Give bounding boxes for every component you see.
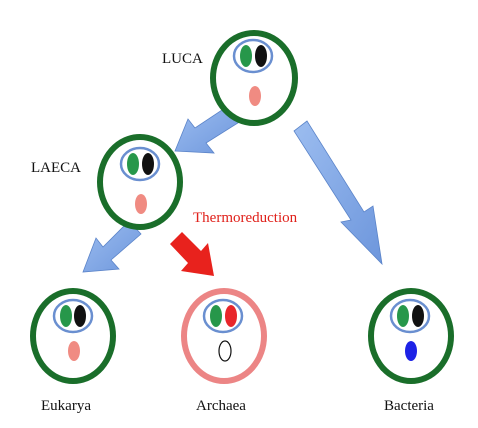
- organelle: [249, 86, 261, 106]
- organelle: [218, 340, 232, 362]
- eukarya-label: Eukarya: [41, 398, 91, 414]
- arrow-laeca-to-eukarya: [82, 220, 142, 273]
- organelle: [135, 194, 147, 214]
- nucleus: [52, 298, 94, 334]
- organelle: [68, 341, 80, 361]
- organelle: [405, 341, 417, 361]
- black-chromosome: [412, 305, 424, 327]
- cell-bacteria: [368, 288, 454, 384]
- cell-laeca: [97, 134, 183, 230]
- green-chromosome: [397, 305, 409, 327]
- arrow-luca-to-bacteria: [293, 120, 383, 266]
- bacteria-label: Bacteria: [384, 398, 434, 414]
- arrow-luca-to-laeca: [174, 105, 242, 154]
- black-chromosome: [255, 45, 267, 67]
- green-chromosome: [60, 305, 72, 327]
- laeca-label: LAECA: [31, 160, 81, 176]
- cell-archaea: [181, 288, 267, 384]
- black-chromosome: [74, 305, 86, 327]
- red-chromosome: [225, 305, 237, 327]
- cell-eukarya: [30, 288, 116, 384]
- luca-label: LUCA: [162, 51, 203, 67]
- black-chromosome: [142, 153, 154, 175]
- green-chromosome: [210, 305, 222, 327]
- green-chromosome: [127, 153, 139, 175]
- green-chromosome: [240, 45, 252, 67]
- cell-luca: [210, 30, 298, 126]
- thermoreduction-label: Thermoreduction: [193, 210, 298, 226]
- thermoreduction-arrow: [170, 232, 214, 276]
- archaea-label: Archaea: [196, 398, 246, 414]
